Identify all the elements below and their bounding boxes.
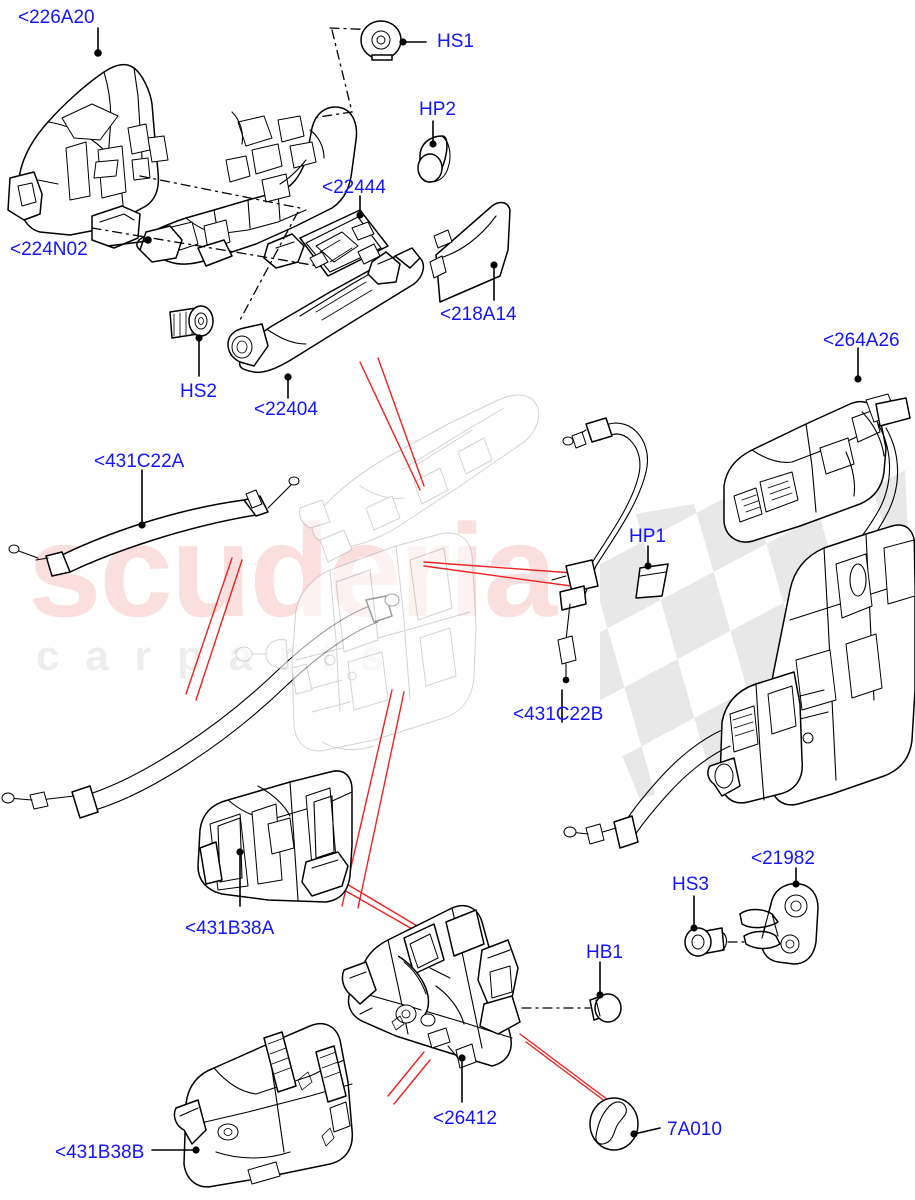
part-431c22b-cable: [551, 417, 649, 684]
part-label-hp2[interactable]: HP2: [419, 99, 456, 120]
part-label-431b38b[interactable]: <431B38B: [55, 1142, 145, 1163]
part-label-226a20[interactable]: <226A20: [18, 7, 95, 28]
part-hs1-screw: [360, 20, 402, 61]
assembly-line-1: [91, 227, 331, 269]
part-label-218a14[interactable]: <218A14: [440, 304, 517, 325]
part-21982-striker: [739, 880, 819, 965]
part-label-224n02[interactable]: <224N02: [10, 239, 88, 260]
part-431c22a-cable: [8, 476, 300, 577]
part-hs2-screw: [169, 305, 214, 339]
ghosted-door-assembly: [235, 394, 540, 752]
part-hb1-bolt: [589, 993, 622, 1023]
part-264a26-actuator: [563, 393, 915, 849]
part-7a010-cover: [589, 1097, 639, 1151]
part-431b38a-shield: [197, 770, 353, 903]
part-26412-latch: [341, 904, 521, 1069]
part-label-21982[interactable]: <21982: [751, 848, 815, 869]
part-label-431b38a[interactable]: <431B38A: [185, 918, 275, 939]
part-224n02-carrier: [136, 106, 358, 269]
part-label-hb1[interactable]: HB1: [586, 942, 623, 963]
part-label-hp1[interactable]: HP1: [629, 526, 666, 547]
part-431b38b-shield: [173, 1022, 354, 1188]
leader-224n02: [107, 240, 149, 247]
assembly-line-2: [139, 175, 301, 321]
part-hs3-screw: [684, 927, 728, 957]
part-label-431c22a[interactable]: <431C22A: [94, 451, 185, 472]
part-hp2-plug: [417, 135, 451, 183]
part-label-22404[interactable]: <22404: [254, 399, 318, 420]
part-label-hs1[interactable]: HS1: [437, 31, 474, 52]
part-label-431c22b[interactable]: <431C22B: [513, 704, 604, 725]
part-226a20-bracket: [7, 63, 169, 249]
part-label-22444[interactable]: <22444: [322, 177, 386, 198]
leader-7a010: [633, 1127, 661, 1135]
part-218a14-endcap: [429, 201, 511, 303]
part-label-hs3[interactable]: HS3: [672, 874, 709, 895]
part-22444-bezel: [299, 209, 389, 277]
part-label-7a010[interactable]: 7A010: [667, 1119, 722, 1140]
leader-dot-224n02: [144, 236, 152, 244]
part-label-264a26[interactable]: <264A26: [823, 330, 900, 351]
part-label-26412[interactable]: <26412: [433, 1108, 497, 1129]
assembly-line-4: [311, 29, 353, 119]
part-hp1-plug: [635, 563, 669, 599]
part-22404-handle: [227, 247, 425, 374]
part-label-hs2[interactable]: HS2: [180, 381, 217, 402]
